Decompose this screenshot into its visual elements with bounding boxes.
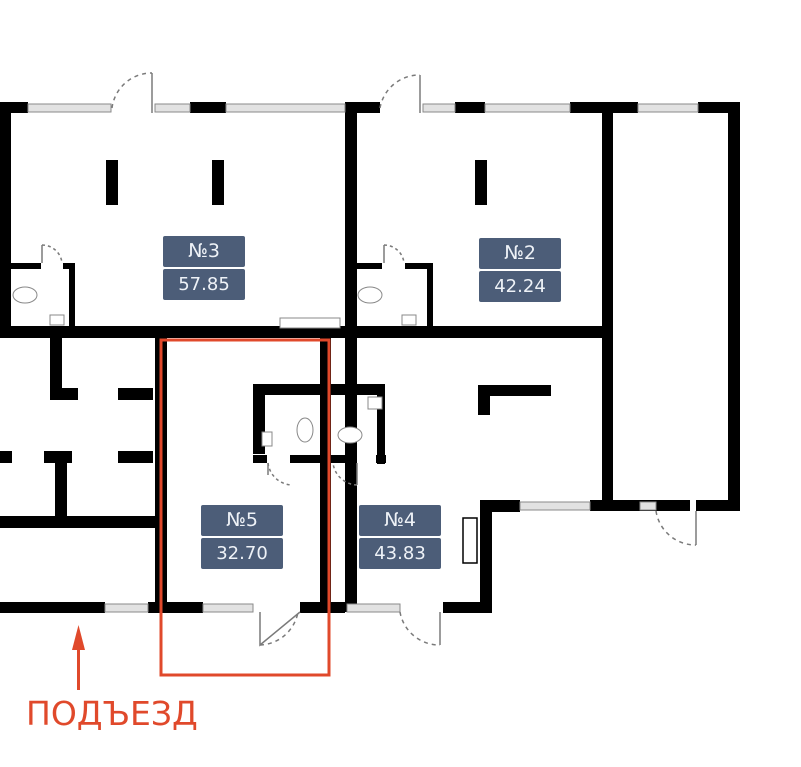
doors	[41, 72, 697, 647]
fixtures	[12, 286, 417, 447]
unit-3-badge[interactable]: №3 57.85	[163, 236, 245, 300]
unit-area: 32.70	[201, 538, 283, 569]
unit-number: №2	[479, 238, 561, 269]
unit-area: 57.85	[163, 269, 245, 300]
highlight-frame-unit-5[interactable]	[159, 338, 331, 677]
unit-number: №3	[163, 236, 245, 267]
entrance-arrow	[72, 625, 85, 690]
unit-number: №4	[359, 505, 441, 536]
walls	[0, 102, 740, 613]
windows	[27, 103, 699, 613]
unit-4-badge[interactable]: №4 43.83	[359, 505, 441, 569]
unit-area: 42.24	[479, 271, 561, 302]
unit-5-badge[interactable]: №5 32.70	[201, 505, 283, 569]
unit-number: №5	[201, 505, 283, 536]
unit-2-badge[interactable]: №2 42.24	[479, 238, 561, 302]
unit-area: 43.83	[359, 538, 441, 569]
entrance-label: ПОДЪЕЗД	[26, 694, 198, 733]
